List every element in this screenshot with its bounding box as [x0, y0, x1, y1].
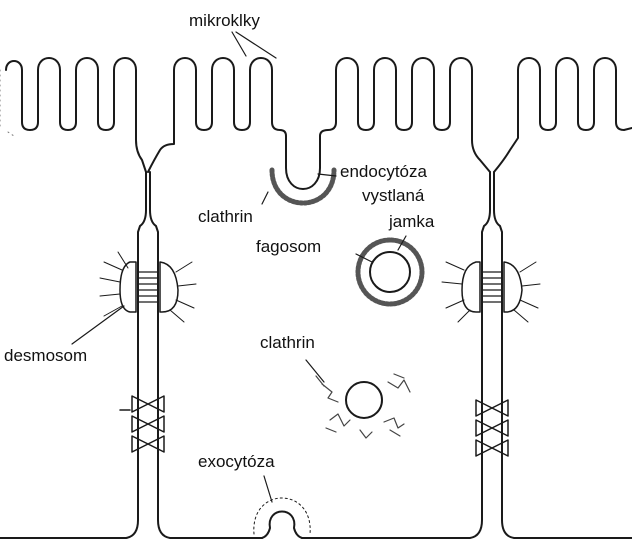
lateral-membrane-left-b [150, 172, 262, 538]
exocytosis-vesicle [262, 512, 302, 539]
desmosome-right [462, 262, 522, 312]
coated-vesicle [346, 382, 382, 418]
leader-microvilli [232, 32, 276, 58]
gap-junction-right [476, 400, 508, 456]
label-exocytosis: exocytóza [198, 453, 275, 470]
label-clathrin-bottom: clathrin [260, 334, 315, 351]
label-clathrin-top: clathrin [198, 208, 253, 225]
desmosome-left [120, 262, 178, 312]
leader-clathrin-top [262, 192, 268, 204]
apical-membrane-middle [148, 58, 490, 189]
cell-outer-left [0, 70, 14, 136]
clathrin-fragments [316, 374, 410, 438]
leader-clathrin-bottom [306, 360, 324, 382]
apical-membrane-left [6, 58, 146, 172]
desmosome-filaments-right [442, 262, 540, 322]
leader-exocytosis [264, 476, 272, 502]
phagosome-coat [358, 240, 422, 304]
label-microvilli: mikroklky [189, 12, 260, 29]
exocytosis-halo [254, 498, 310, 534]
label-phagosome: fagosom [256, 238, 321, 255]
label-endocytosis: endocytóza [340, 163, 427, 180]
desmosome-filaments-left [100, 252, 196, 322]
label-coated-pit-line2: jamka [389, 213, 434, 230]
leader-desmosome [72, 306, 124, 344]
phagosome-vesicle [370, 252, 410, 292]
lateral-membrane-right-b [494, 172, 632, 538]
apical-membrane-right [494, 58, 632, 172]
label-coated-pit-line1: vystlaná [362, 187, 424, 204]
label-desmosome: desmosom [4, 347, 87, 364]
desmosome-striations-right [482, 272, 502, 302]
desmosome-striations-left [138, 272, 158, 302]
